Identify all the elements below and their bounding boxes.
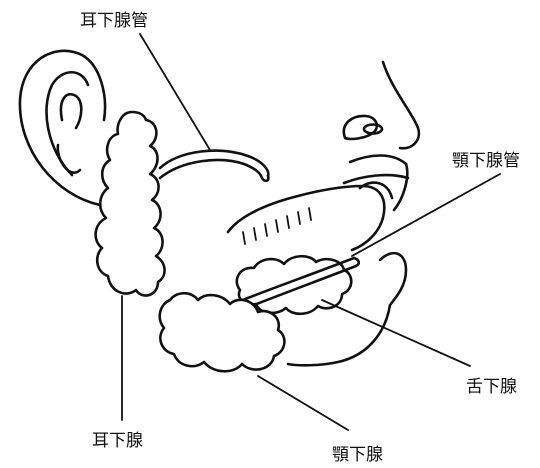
parotid-duct bbox=[160, 151, 268, 181]
label-submandibular-gland: 顎下腺 bbox=[332, 445, 383, 465]
label-parotid-duct: 耳下腺管 bbox=[80, 11, 148, 31]
leader-sublingual-gland bbox=[322, 300, 470, 366]
leader-submandibular-duct bbox=[352, 174, 500, 256]
label-submandibular-duct: 顎下腺管 bbox=[452, 151, 520, 171]
face-profile bbox=[344, 62, 419, 210]
parotid-gland bbox=[96, 112, 165, 296]
label-sublingual-gland: 舌下腺 bbox=[466, 377, 517, 397]
leader-lines bbox=[122, 34, 500, 430]
tongue bbox=[228, 183, 392, 250]
label-parotid-gland: 耳下腺 bbox=[92, 431, 143, 451]
leader-submandibular-gland bbox=[258, 376, 348, 430]
ear bbox=[20, 51, 105, 205]
